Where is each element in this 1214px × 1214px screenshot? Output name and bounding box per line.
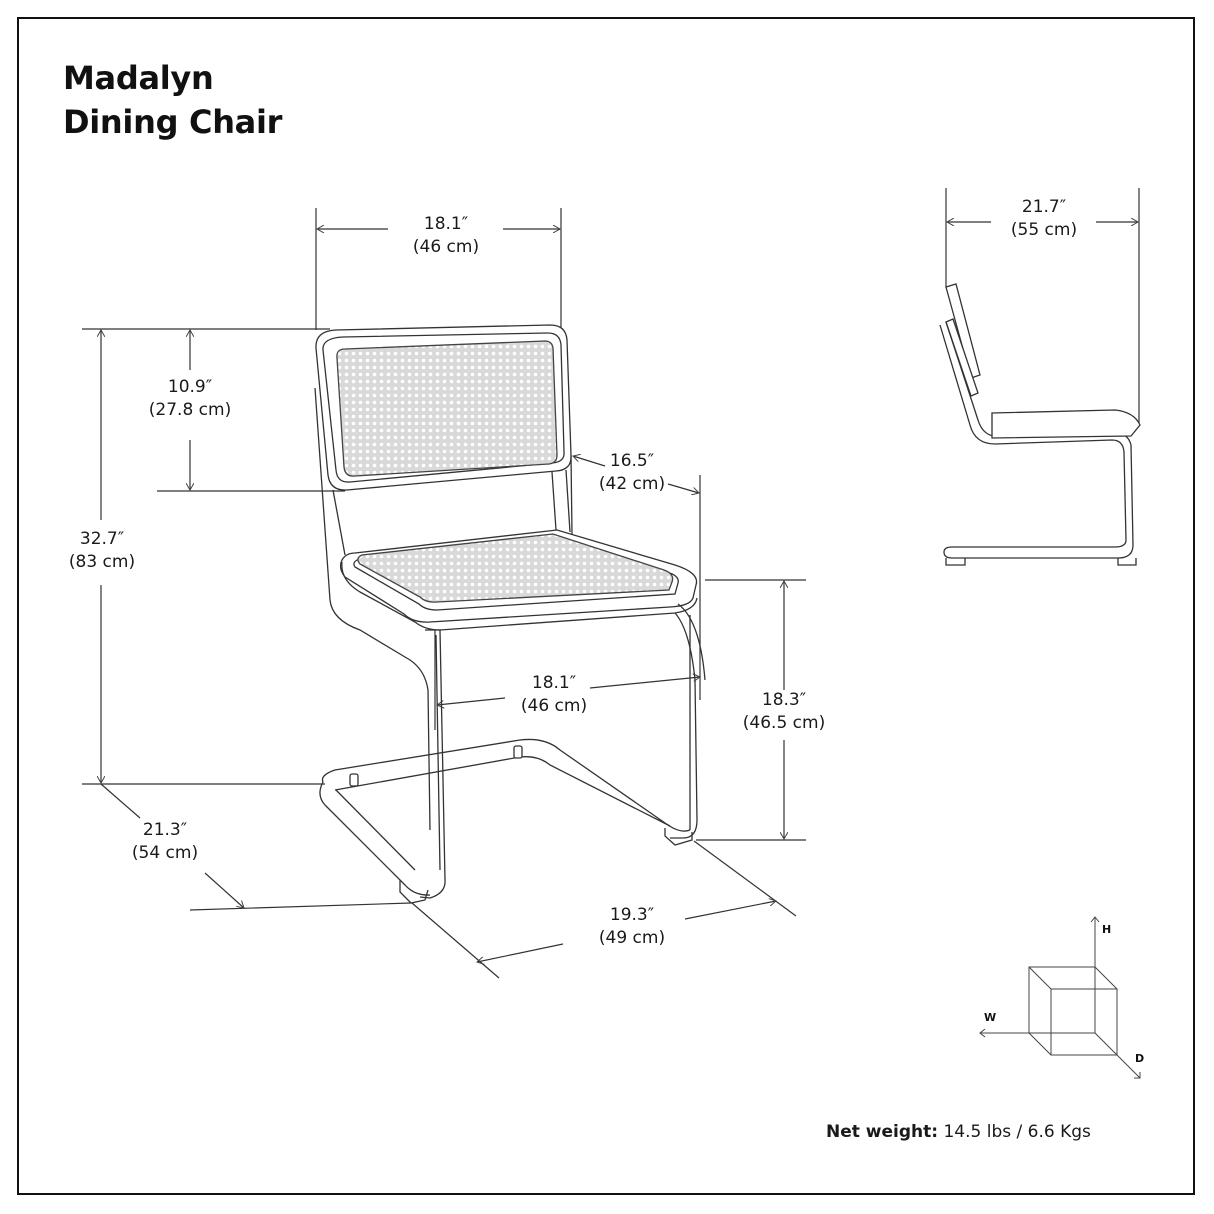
dim-inches: 10.9″ <box>167 377 213 397</box>
net-weight: Net weight: 14.5 lbs / 6.6 Kgs <box>826 1122 1091 1142</box>
axis-label-height: H <box>1102 923 1112 936</box>
dim-side-depth: 21.7″ (55 cm) <box>994 196 1094 242</box>
product-title: Madalyn Dining Chair <box>63 56 282 144</box>
dim-inches: 19.3″ <box>609 905 655 925</box>
dim-cm: (46.5 cm) <box>742 713 826 733</box>
dimension-lines <box>82 188 1140 979</box>
dim-base-width: 19.3″ (49 cm) <box>582 904 682 950</box>
dim-overall-depth: 21.3″ (54 cm) <box>115 819 215 865</box>
dim-back-width: 18.1″ (46 cm) <box>396 213 496 259</box>
dim-inches: 16.5″ <box>609 451 655 471</box>
dim-inches: 18.3″ <box>761 690 807 710</box>
dim-cm: (46 cm) <box>412 237 480 257</box>
axis-label-width: W <box>984 1011 997 1024</box>
dim-seat-height: 18.3″ (46.5 cm) <box>734 689 834 735</box>
axis-cube-icon <box>979 916 1141 1079</box>
dim-overall-height: 32.7″ (83 cm) <box>52 528 152 574</box>
dim-cm: (49 cm) <box>598 928 666 948</box>
axis-label-depth: D <box>1135 1052 1145 1065</box>
product-title-line2: Dining Chair <box>63 103 283 141</box>
dim-cm: (55 cm) <box>1010 220 1078 240</box>
dim-cm: (83 cm) <box>68 552 136 572</box>
chair-perspective-view <box>314 324 706 904</box>
dim-inches: 32.7″ <box>79 529 125 549</box>
page-border <box>17 17 1195 1195</box>
dim-inches: 18.1″ <box>531 673 577 693</box>
chair-side-view <box>939 283 1141 566</box>
dim-inches: 21.3″ <box>142 820 188 840</box>
product-title-line1: Madalyn <box>63 59 214 97</box>
dim-cm: (42 cm) <box>598 474 666 494</box>
dim-inches: 21.7″ <box>1021 197 1067 217</box>
net-weight-value: 14.5 lbs / 6.6 Kgs <box>943 1122 1091 1142</box>
dim-backrest-height: 10.9″ (27.8 cm) <box>140 376 240 422</box>
dim-seat-width: 18.1″ (46 cm) <box>504 672 604 718</box>
dim-cm: (54 cm) <box>131 843 199 863</box>
dim-cm: (46 cm) <box>520 696 588 716</box>
net-weight-label: Net weight: <box>826 1122 939 1142</box>
dim-back-to-seat-front: 16.5″ (42 cm) <box>582 450 682 496</box>
dim-cm: (27.8 cm) <box>148 400 232 420</box>
dim-inches: 18.1″ <box>423 214 469 234</box>
